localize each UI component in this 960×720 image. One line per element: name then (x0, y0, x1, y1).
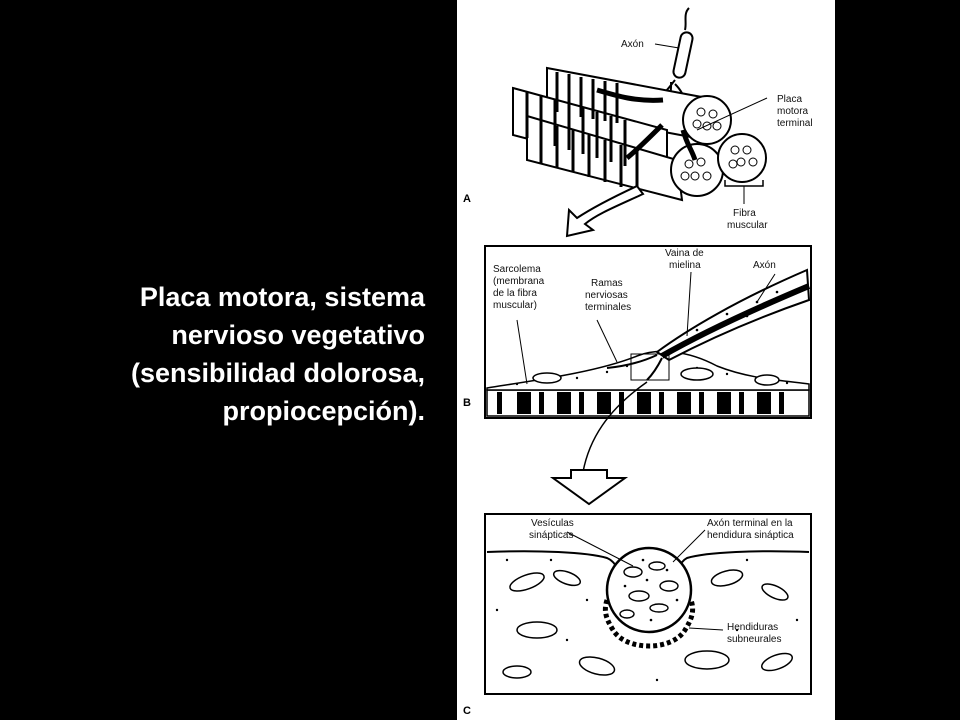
muscle-fiber-bundle (512, 66, 767, 202)
panel-a (512, 7, 768, 238)
caption-line-3: (sensibilidad dolorosa, (130, 358, 425, 388)
panel-letter-a: A (463, 193, 471, 205)
caption-line-4: propiocepción). (222, 396, 426, 426)
slide-caption: Placa motora, sistema nervioso vegetativ… (40, 278, 425, 430)
label-axon-b: Axón (753, 260, 776, 271)
caption-line-1: Placa motora, sistema (139, 282, 425, 312)
panel-letter-c: C (463, 705, 471, 717)
label-axon-a: Axón (621, 39, 644, 50)
panel-c (484, 513, 812, 695)
panel-b (484, 245, 812, 506)
caption-line-2: nervioso vegetativo (171, 320, 425, 350)
panel-letter-b: B (463, 397, 471, 409)
